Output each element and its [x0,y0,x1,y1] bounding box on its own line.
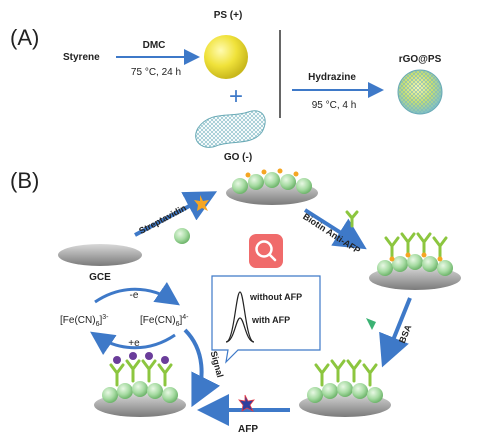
rgo-ps-label: rGO@PS [399,54,442,65]
rgo-ps-shell [397,69,443,115]
without-afp-label: without AFP [249,292,302,302]
polymerization-condition: 75 °C, 24 h [131,67,181,78]
plus-e-label: +e [128,338,140,349]
styrene-label: Styrene [63,52,100,63]
signal-label: Signal [209,350,226,379]
streptavidin-star-icon [194,195,209,211]
electrode-stage-2 [369,232,461,290]
ferrocyanide-label: [Fe(CN)6]4- [140,314,189,328]
gce-electrode [58,244,142,266]
afp-label: AFP [238,424,258,435]
go-label: GO (-) [224,152,252,163]
electrode-stage-3 [299,359,391,417]
antibody-icon [345,210,359,228]
gce-label: GCE [89,272,111,283]
reduction-condition: 95 °C, 4 h [312,100,357,111]
bsa-icon [366,318,376,330]
with-afp-label: with AFP [251,315,290,325]
search-badge[interactable] [249,234,283,268]
arrow-bsa [379,297,412,368]
redox-arrow-top [94,281,180,306]
ferricyanide-label: [Fe(CN)6]3- [60,314,109,328]
ps-sphere [204,35,248,79]
hydrazine-label: Hydrazine [308,72,356,83]
ps-label: PS (+) [214,10,243,21]
dpv-callout [211,275,321,364]
curve-without-afp [225,291,255,343]
go-sheet [195,110,266,148]
search-icon [255,240,273,258]
arrow-biotin [303,208,367,250]
plus-sign: + [229,83,243,110]
electrode-stage-4 [94,352,186,417]
electrode-stage-1 [226,168,318,205]
rgo-ps-particle [174,228,190,244]
panel-a-label: (A) [10,25,39,50]
dmc-label: DMC [143,40,166,51]
panel-b-label: (B) [10,168,39,193]
arrow-signal [183,328,221,408]
afp-star-icon [238,394,255,412]
curve-with-afp [225,317,255,343]
redox-arrow-bottom [90,331,176,356]
minus-e-label: -e [130,290,139,301]
